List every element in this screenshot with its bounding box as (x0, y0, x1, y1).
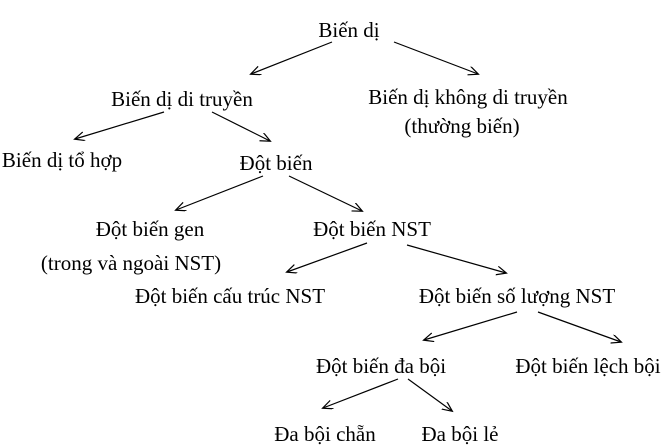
edge-number-polyploidy-arrow (424, 311, 518, 340)
edge-heritable-combination-arrow (75, 111, 165, 139)
edge-polyploidy-even-arrow (323, 378, 399, 408)
node-bien-di-khong-di-truyen: Biến dị không di truyền (thường biến) (368, 85, 567, 138)
node-dot-bien-nst: Đột biến NST (313, 217, 431, 241)
edge-root-heritable-arrow (251, 41, 333, 74)
edge-heritable-mutation-arrow (211, 111, 270, 141)
edge-mutation-gene-arrow (176, 175, 264, 210)
node-da-boi-chan: Đa bội chẵn (274, 422, 376, 446)
node-bien-di-to-hop: Biến dị tổ hợp (1, 148, 123, 172)
node-dot-bien-da-boi: Đột biến đa bội (315, 354, 447, 378)
edge-number-aneuploidy-arrow (537, 311, 621, 342)
node-dot-bien-gen: Đột biến gen (trong và ngoài NST) (41, 217, 240, 275)
node-dot-bien-cau-truc-nst: Đột biến cấu trúc NST (134, 284, 326, 308)
node-bien-di: Biến dị (318, 18, 380, 42)
node-dot-bien-so-luong-nst: Đột biến số lượng NST (418, 284, 616, 308)
node-dot-bien: Đột biến (239, 151, 313, 175)
node-dot-bien-gen-label: Đột biến gen (95, 217, 205, 241)
edge-root-nonheritable-arrow (393, 41, 478, 74)
node-bien-di-di-truyen: Biến dị di truyền (111, 87, 253, 111)
edge-chromosome-structure-arrow (287, 242, 368, 272)
edge-chromosome-number-arrow (406, 244, 506, 273)
node-trong-va-ngoai-nst-sublabel: (trong và ngoài NST) (40, 251, 222, 275)
edge-polyploidy-odd-arrow (407, 378, 452, 411)
edge-mutation-chromosome-arrow (288, 175, 362, 211)
node-thuong-bien-sublabel: (thường biến) (404, 114, 520, 138)
node-dot-bien-lech-boi: Đột biến lệch bội (515, 354, 661, 378)
node-da-boi-le: Đa bội lẻ (421, 422, 499, 446)
node-bien-di-khong-di-truyen-label: Biến dị không di truyền (368, 85, 568, 109)
